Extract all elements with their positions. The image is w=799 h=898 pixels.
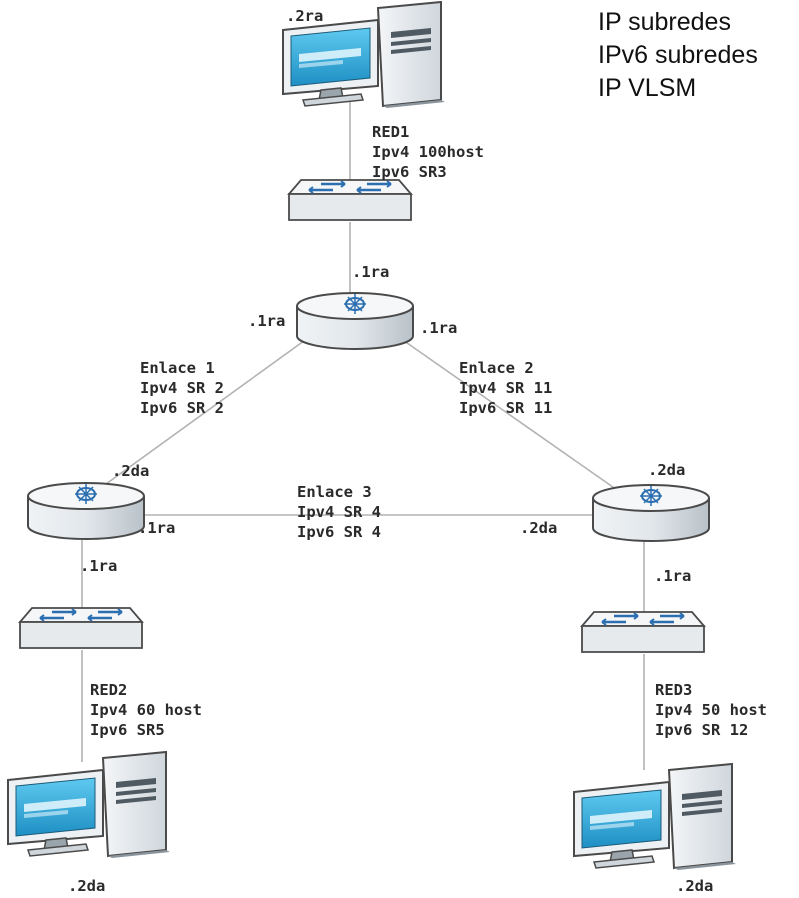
red1-ipv6: Ipv6 SR3: [372, 163, 447, 181]
switch2-icon: [18, 606, 144, 650]
enlace2-name: Enlace 2: [459, 359, 534, 377]
router1-address-enlace1: .1ra: [248, 312, 286, 330]
router2-address-enlace1: .2da: [112, 462, 150, 480]
legend-item: IP VLSM: [598, 74, 697, 102]
legend-item: IPv6 subredes: [598, 41, 758, 69]
router3-address-switch: .1ra: [654, 567, 692, 585]
red1-label: RED1 Ipv4 100host Ipv6 SR3: [372, 122, 484, 182]
red3-label: RED3 Ipv4 50 host Ipv6 SR 12: [655, 680, 767, 740]
switch3-icon: [580, 610, 706, 654]
router2-address-enlace3: .1ra: [138, 519, 176, 537]
red3-ipv6: Ipv6 SR 12: [655, 721, 749, 739]
enlace3-ipv6: Ipv6 SR 4: [297, 523, 381, 541]
pc2-address: .2da: [68, 877, 106, 895]
enlace3-label: Enlace 3 Ipv4 SR 4 Ipv6 SR 4: [297, 482, 381, 542]
red2-label: RED2 Ipv4 60 host Ipv6 SR5: [90, 680, 202, 740]
router1-icon: [296, 292, 414, 350]
pc1-address: .2ra: [286, 7, 324, 25]
router2-icon: [27, 482, 145, 540]
pc3-address: .2da: [676, 877, 714, 895]
enlace1-label: Enlace 1 Ipv4 SR 2 Ipv6 SR 2: [140, 358, 224, 418]
red3-ipv4: Ipv4 50 host: [655, 701, 767, 719]
pc2-icon: [7, 751, 171, 859]
red2-ipv4: Ipv4 60 host: [90, 701, 202, 719]
enlace2-ipv4: Ipv4 SR 11: [459, 379, 553, 397]
enlace1-ipv4: Ipv4 SR 2: [140, 379, 224, 397]
pc3-icon: [573, 763, 737, 871]
link-router1-router2: [94, 337, 309, 493]
router1-address-enlace2: .1ra: [420, 319, 458, 337]
enlace2-ipv6: Ipv6 SR 11: [459, 399, 553, 417]
enlace3-name: Enlace 3: [297, 483, 372, 501]
link-router1-router3: [399, 337, 621, 493]
enlace2-label: Enlace 2 Ipv4 SR 11 Ipv6 SR 11: [459, 358, 552, 418]
legend-item: IP subredes: [598, 8, 731, 36]
enlace1-ipv6: Ipv6 SR 2: [140, 399, 224, 417]
router2-address-switch: .1ra: [80, 557, 118, 575]
enlace1-name: Enlace 1: [140, 359, 215, 377]
red2-name: RED2: [90, 681, 128, 699]
red1-ipv4: Ipv4 100host: [372, 143, 484, 161]
router3-icon: [592, 484, 710, 542]
red2-ipv6: Ipv6 SR5: [90, 721, 165, 739]
router3-address-enlace3: .2da: [520, 519, 558, 537]
legend: IP subredes IPv6 subredes IP VLSM: [598, 6, 758, 105]
red3-name: RED3: [655, 681, 693, 699]
red1-name: RED1: [372, 123, 410, 141]
switch1-icon: [287, 178, 413, 222]
router1-address-switch: .1ra: [352, 263, 390, 281]
router3-address-enlace2: .2da: [648, 461, 686, 479]
enlace3-ipv4: Ipv4 SR 4: [297, 503, 381, 521]
